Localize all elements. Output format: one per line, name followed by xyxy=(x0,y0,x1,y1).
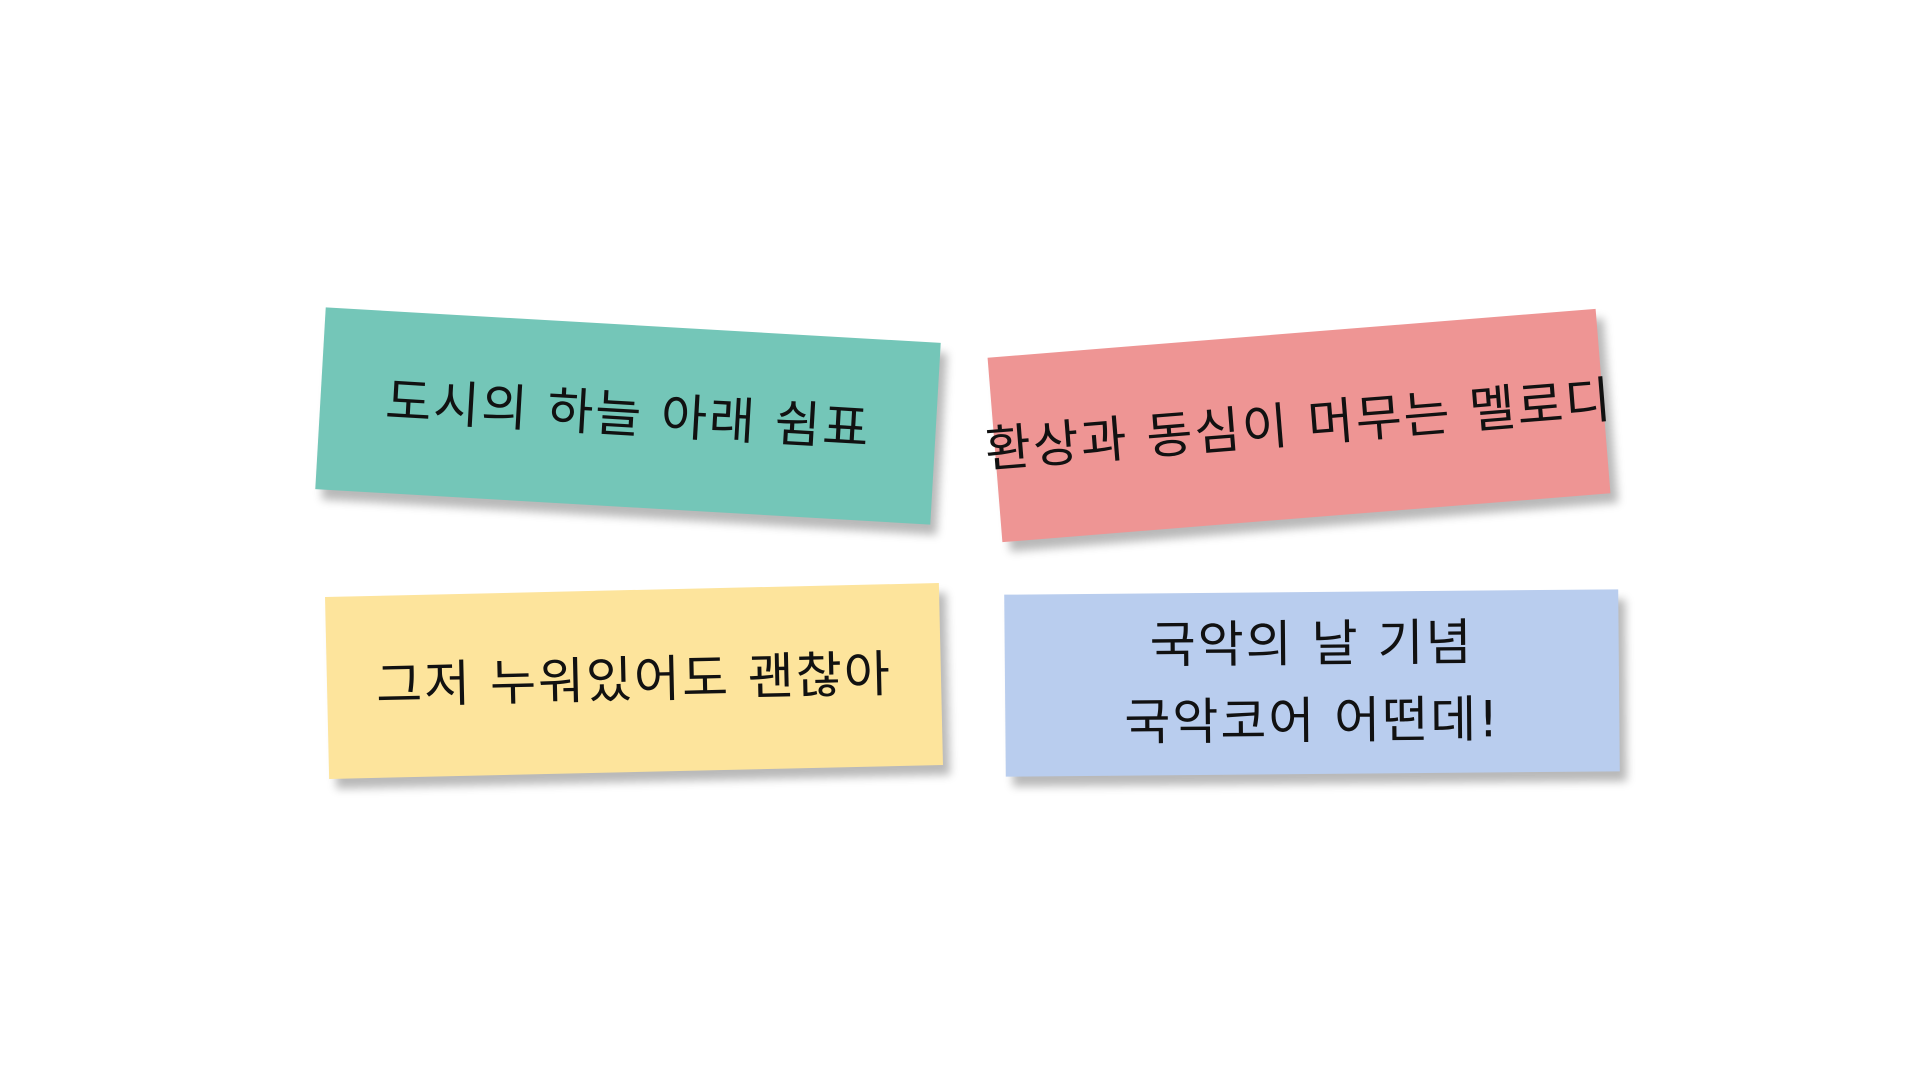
yellow-sticky-note: 그저 누워있어도 괜찮아 xyxy=(325,583,943,779)
teal-note-text: 도시의 하늘 아래 쉼표 xyxy=(383,372,873,459)
red-note-text: 환상과 동심이 머무는 멜로디 xyxy=(982,370,1616,479)
blue-note-line-1: 국악의 날 기념 xyxy=(1149,613,1474,674)
yellow-note-text: 그저 누워있어도 괜찮아 xyxy=(375,645,893,716)
blue-sticky-note: 국악의 날 기념 국악코어 어떤데! xyxy=(1004,589,1620,777)
red-sticky-note: 환상과 동심이 머무는 멜로디 xyxy=(983,308,1615,543)
blue-note-text: 국악의 날 기념 국악코어 어떤데! xyxy=(1123,604,1500,762)
blue-note-line-2: 국악코어 어떤데! xyxy=(1124,690,1501,752)
teal-sticky-note: 도시의 하늘 아래 쉼표 xyxy=(315,307,941,525)
